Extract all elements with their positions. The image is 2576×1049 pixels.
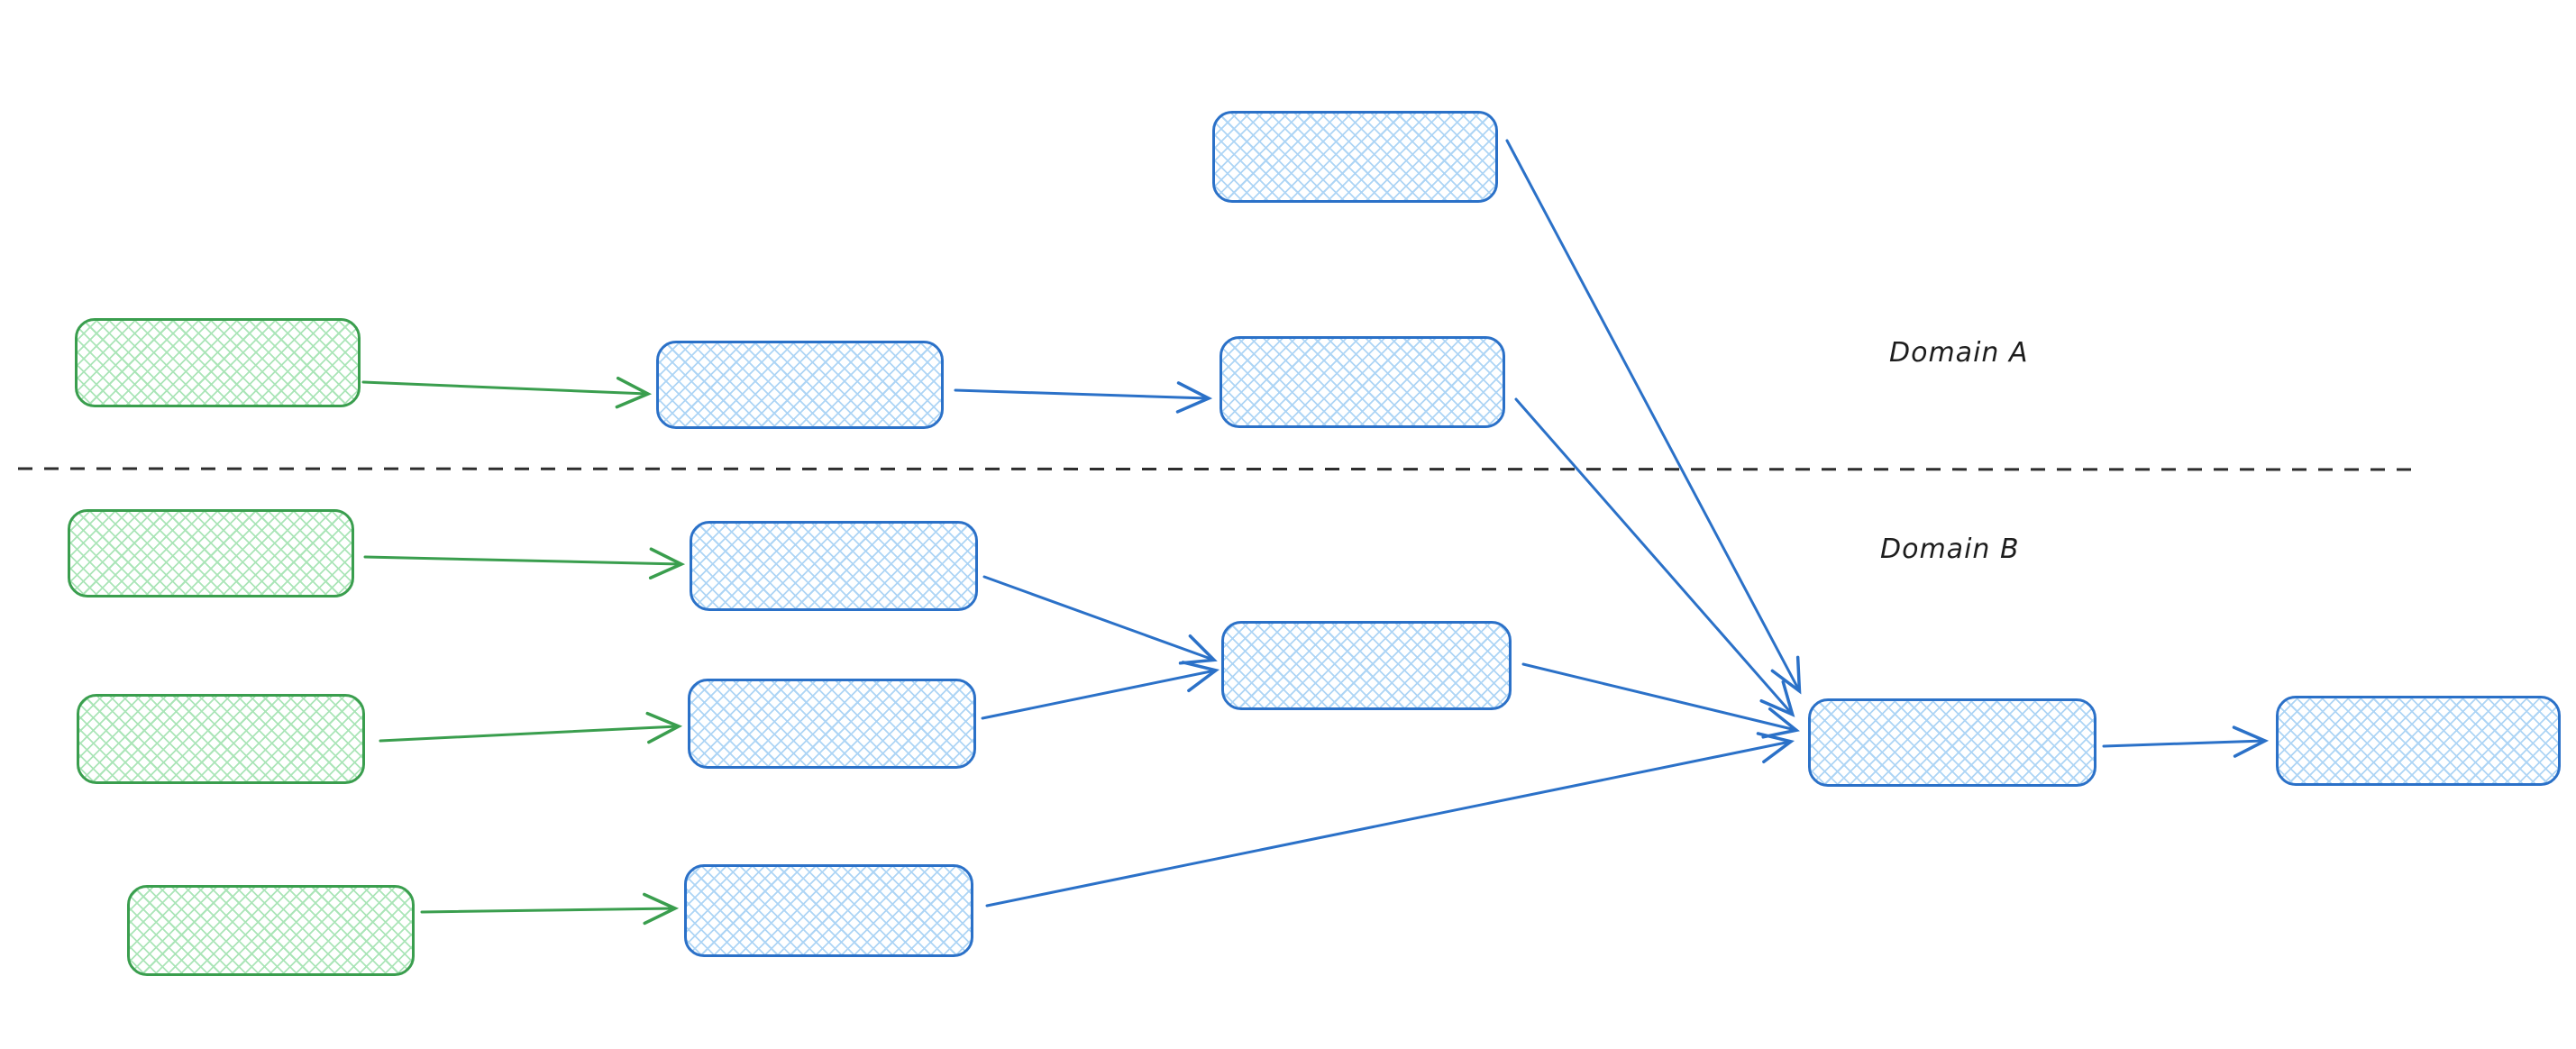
node-sink-main [1808, 698, 2096, 787]
edge-stage-a1-to-stage-a2 [954, 381, 1213, 414]
node-stage-b3 [684, 864, 973, 957]
edge-stage-b1-to-stage-b-mid [982, 575, 1218, 665]
edge-source-b2-to-stage-b2 [379, 711, 683, 744]
node-stage-a-top [1212, 111, 1498, 203]
node-source-b2 [77, 694, 365, 784]
edge-stage-a-top-to-sink-main [1505, 139, 1802, 695]
node-stage-b-mid [1221, 621, 1512, 710]
edge-stage-b-mid-to-sink-main [1521, 662, 1800, 739]
node-source-a [75, 318, 361, 407]
edge-stage-b3-to-sink-main [985, 732, 1795, 908]
domain-divider [17, 467, 2416, 471]
node-source-b1 [68, 509, 354, 597]
edge-stage-a2-to-sink-main [1514, 397, 1795, 717]
node-stage-b1 [690, 521, 978, 611]
node-stage-a2 [1219, 336, 1505, 428]
edge-source-a-to-stage-a1 [361, 376, 653, 409]
node-source-b3 [127, 885, 415, 976]
node-stage-b2 [688, 679, 976, 769]
domain-a-label: Domain A [1889, 337, 2029, 369]
node-sink-final [2276, 696, 2561, 786]
edge-source-b3-to-stage-b3 [420, 892, 680, 926]
edge-sink-main-to-sink-final [2102, 725, 2270, 758]
edge-source-b1-to-stage-b1 [363, 547, 686, 579]
edge-stage-b2-to-stage-b-mid [981, 661, 1220, 720]
domain-b-label: Domain B [1880, 534, 2020, 565]
node-stage-a1 [656, 341, 944, 429]
